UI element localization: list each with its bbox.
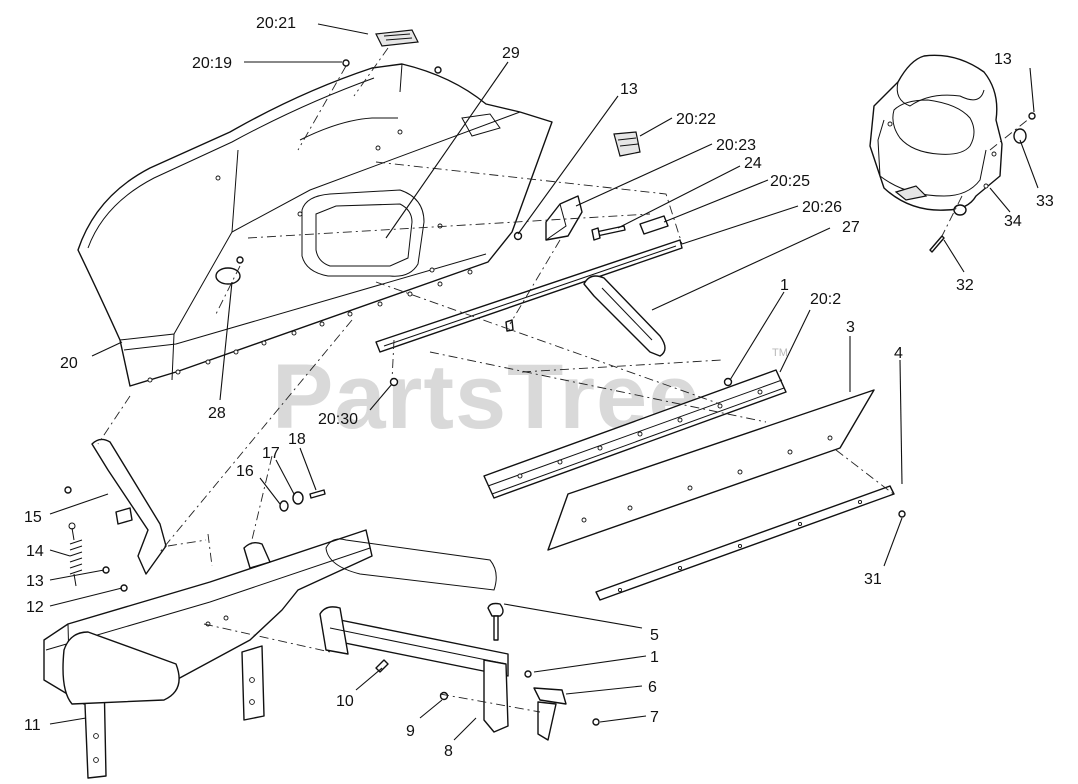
callout-32: 32 xyxy=(956,277,974,294)
strip-4[interactable] xyxy=(595,485,895,601)
assembly-lines xyxy=(97,47,1031,713)
callout-11: 11 xyxy=(24,717,41,734)
screw-31[interactable] xyxy=(898,510,906,518)
nut-20-30[interactable] xyxy=(389,377,399,387)
callout-20-21: 20:21 xyxy=(256,15,296,32)
knob-5[interactable] xyxy=(487,602,504,641)
callout-27: 27 xyxy=(842,219,860,236)
callout-13-top: 13 xyxy=(620,81,638,98)
hardware-16-17-18[interactable] xyxy=(279,489,326,512)
washer-33[interactable] xyxy=(1013,112,1036,144)
callout-17: 17 xyxy=(262,445,280,462)
decal-20-21[interactable] xyxy=(375,29,419,47)
callout-4: 4 xyxy=(894,345,903,362)
callouts: 20:21 20:19 29 13 20:22 20:23 24 20:25 2… xyxy=(24,15,1054,760)
callout-12: 12 xyxy=(26,599,44,616)
screw-7[interactable] xyxy=(592,718,600,726)
callout-10: 10 xyxy=(336,693,354,710)
callout-20-30: 20:30 xyxy=(318,411,358,428)
callout-6: 6 xyxy=(648,679,657,696)
callout-34: 34 xyxy=(1004,213,1022,230)
callout-24: 24 xyxy=(744,155,762,172)
callout-16: 16 xyxy=(236,463,254,480)
callout-3: 3 xyxy=(846,319,855,336)
bolt-10[interactable] xyxy=(375,659,389,673)
rail-20-26[interactable] xyxy=(375,239,683,353)
nut-9[interactable] xyxy=(439,691,449,701)
callout-7: 7 xyxy=(650,709,659,726)
callout-20-25: 20:25 xyxy=(770,173,810,190)
rail-20-2[interactable] xyxy=(483,369,787,499)
panel-3[interactable] xyxy=(547,389,875,551)
chute-34[interactable] xyxy=(869,54,1003,211)
callout-20-23: 20:23 xyxy=(716,137,756,154)
callout-13-chute: 13 xyxy=(994,51,1012,68)
callout-33: 33 xyxy=(1036,193,1054,210)
bolt-32[interactable] xyxy=(929,204,967,253)
callout-14: 14 xyxy=(26,543,44,560)
screw-1[interactable] xyxy=(524,670,532,678)
callout-20-19: 20:19 xyxy=(192,55,232,72)
handle-27[interactable] xyxy=(505,275,666,357)
label-20-22[interactable] xyxy=(613,131,641,157)
leader-lines xyxy=(49,23,1039,741)
callout-29: 29 xyxy=(502,45,520,62)
callout-15: 15 xyxy=(24,509,42,526)
tube-8[interactable] xyxy=(319,606,509,733)
watermark-trademark: TM xyxy=(772,347,788,359)
bolt-24[interactable] xyxy=(591,225,626,241)
grip-6[interactable] xyxy=(533,687,567,741)
callout-31: 31 xyxy=(864,571,882,588)
callout-13-frame: 13 xyxy=(26,573,44,590)
washer-28[interactable] xyxy=(215,256,244,285)
hopper-body[interactable] xyxy=(77,63,553,387)
callout-18: 18 xyxy=(288,431,306,448)
callout-20-26: 20:26 xyxy=(802,199,842,216)
callout-1-rail: 1 xyxy=(780,277,789,294)
callout-1-frame: 1 xyxy=(650,649,659,666)
callout-5: 5 xyxy=(650,627,659,644)
bracket-20-23[interactable] xyxy=(513,195,583,241)
bracket-15[interactable] xyxy=(64,438,167,575)
callout-28: 28 xyxy=(208,405,226,422)
spring-14[interactable] xyxy=(68,522,83,587)
callout-8: 8 xyxy=(444,743,453,760)
callout-20-22: 20:22 xyxy=(676,111,716,128)
callout-20-2: 20:2 xyxy=(810,291,841,308)
clip-20-25[interactable] xyxy=(639,215,669,235)
callout-20: 20 xyxy=(60,355,78,372)
callout-9: 9 xyxy=(406,723,415,740)
hopper-holes xyxy=(147,129,473,383)
